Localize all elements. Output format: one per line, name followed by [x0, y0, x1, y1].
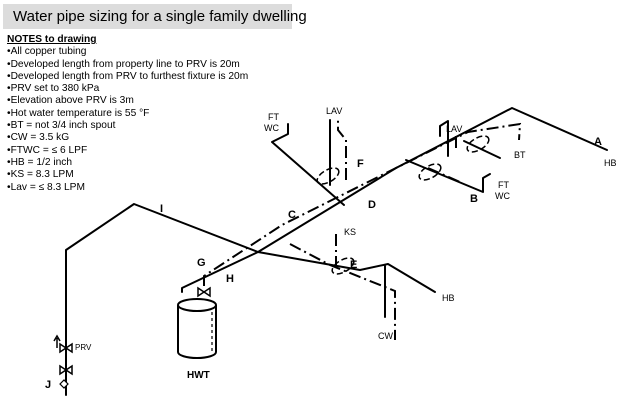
note-item: •BT = not 3/4 inch spout [7, 120, 116, 132]
fixture-label: HB [604, 158, 617, 168]
tank-top [177, 298, 217, 312]
fixture-label: FT [268, 112, 279, 122]
segment-label-h: H [226, 273, 234, 285]
fitting-ovals [316, 135, 490, 275]
hot-branch-ft-wc-right [427, 167, 461, 183]
hot-main-pipe [203, 122, 522, 286]
fixture-label: CW [378, 331, 393, 341]
hot-water-tank [177, 298, 217, 359]
fixture-label: KS [344, 227, 356, 237]
note-item: •FTWC = ≤ 6 LPF [7, 144, 88, 156]
hwt-label: HWT [187, 370, 210, 381]
note-item: •Elevation above PRV is 3m [7, 95, 134, 107]
equipment-labels: PRV HWT [75, 343, 210, 381]
meter-icon [59, 379, 69, 389]
segment-label-e: E [350, 259, 357, 271]
fitting-oval [466, 135, 490, 153]
segment-label-b: B [470, 193, 478, 205]
shutoff-valve-icon [59, 364, 73, 376]
prv-arrow-icon [53, 334, 61, 348]
fixture-labels: FT WC LAV LAV BT FT WC HB KS HB CW [264, 106, 617, 341]
note-item: •HB = 1/2 inch [7, 156, 73, 168]
fixture-label: WC [264, 123, 279, 133]
note-item: •Lav = ≤ 8.3 LPM [7, 181, 85, 193]
note-item: •Developed length from property line to … [7, 58, 240, 70]
hwt-valve-icon [197, 286, 211, 298]
hot-water-piping [203, 120, 522, 340]
fitting-oval [316, 167, 340, 185]
cold-branch-lav-right [439, 120, 449, 157]
fixture-label: BT [514, 150, 526, 160]
prv-label: PRV [75, 343, 92, 352]
page-title: Water pipe sizing for a single family dw… [13, 8, 307, 25]
note-item: •PRV set to 380 kPa [7, 83, 100, 95]
note-item: •CW = 3.5 kG [7, 132, 70, 144]
segment-label-g: G [197, 257, 206, 269]
segment-label-j: J [45, 379, 51, 391]
segment-label-d: D [368, 199, 376, 211]
segment-labels: A B C D E F G H I J [45, 136, 602, 391]
note-item: •All copper tubing [7, 46, 87, 58]
fixture-label: HB [442, 293, 455, 303]
fixture-label: LAV [326, 106, 342, 116]
segment-label-c: C [288, 209, 296, 221]
cold-water-piping [65, 107, 608, 396]
prv-valve-icon [59, 342, 73, 354]
fitting-oval [418, 163, 442, 181]
segment-label-a: A [594, 136, 602, 148]
note-item: •Hot water temperature is 55 °F [7, 107, 150, 119]
title-banner: Water pipe sizing for a single family dw… [3, 4, 307, 29]
cold-branch-ft-wc-left [271, 123, 345, 206]
cold-branch-ft-wc-right [405, 159, 491, 193]
cold-branch-bt [463, 140, 501, 159]
segment-label-f: F [357, 158, 364, 170]
cold-branch-kitchen-hwt [181, 251, 436, 318]
segment-label-i: I [160, 203, 163, 215]
notes-block: NOTES to drawing •All copper tubing •Dev… [7, 34, 248, 194]
tank-body [177, 305, 217, 359]
note-item: •KS = 8.3 LPM [7, 169, 74, 181]
valves [53, 286, 211, 389]
hot-branch-lav-left [337, 120, 347, 180]
hot-branch-kitchen [289, 243, 396, 340]
fixture-label: FT [498, 180, 509, 190]
fixture-label: WC [495, 191, 510, 201]
notes-header: NOTES to drawing [7, 34, 97, 45]
fixture-label: LAV [446, 124, 462, 134]
note-item: •Developed length from PRV to furthest f… [7, 70, 249, 82]
fitting-oval [331, 257, 355, 275]
